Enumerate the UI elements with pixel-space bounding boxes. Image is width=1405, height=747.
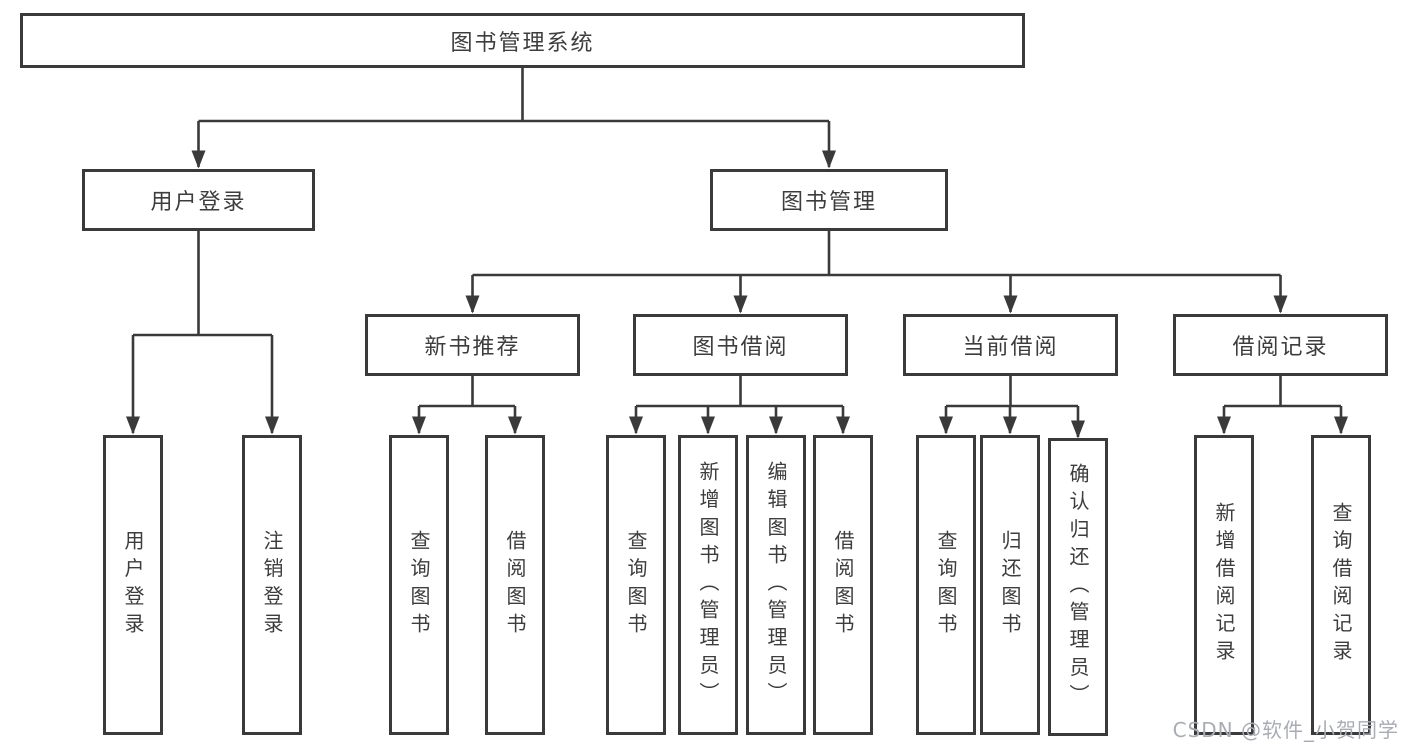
node-label: 新增图书（管理员）: [696, 460, 720, 710]
leaf-query-books-current: 查询图书: [916, 435, 976, 735]
node-label: 图书管理系统: [450, 30, 595, 56]
node-label: 新增借阅记录: [1212, 502, 1236, 668]
leaf-borrow-books-recommend: 借阅图书: [485, 435, 545, 735]
leaf-query-books-recommend: 查询图书: [389, 435, 449, 735]
leaf-return-books: 归还图书: [980, 435, 1040, 735]
leaf-logout: 注销登录: [242, 435, 302, 735]
node-label: 图书管理: [780, 190, 877, 215]
node-label: 借阅记录: [1232, 335, 1329, 360]
node-label: 借阅图书: [831, 529, 855, 641]
node-book-management: 图书管理: [710, 169, 948, 231]
node-label: 归还图书: [998, 529, 1022, 641]
leaf-add-borrow-record: 新增借阅记录: [1194, 435, 1254, 735]
leaf-confirm-return-admin: 确认归还（管理员）: [1048, 438, 1108, 736]
node-label: 当前借阅: [962, 335, 1059, 360]
node-label: 用户登录: [150, 190, 247, 215]
node-root-system: 图书管理系统: [20, 13, 1025, 68]
node-new-book-recommend: 新书推荐: [365, 314, 580, 376]
node-book-borrowing: 图书借阅: [633, 314, 848, 376]
node-label: 确认归还（管理员）: [1066, 462, 1090, 712]
node-borrowing-records: 借阅记录: [1173, 314, 1388, 376]
node-label: 注销登录: [260, 529, 284, 641]
leaf-query-borrow-record: 查询借阅记录: [1311, 435, 1371, 735]
leaf-add-books-admin: 新增图书（管理员）: [678, 435, 738, 735]
leaf-query-books-borrow: 查询图书: [606, 435, 666, 735]
leaf-borrow-books: 借阅图书: [813, 435, 873, 735]
node-label: 查询借阅记录: [1329, 502, 1353, 668]
node-label: 用户登录: [121, 529, 145, 641]
node-user-login: 用户登录: [82, 169, 315, 231]
node-label: 查询图书: [407, 529, 431, 641]
node-label: 查询图书: [934, 529, 958, 641]
node-label: 图书借阅: [692, 335, 789, 360]
csdn-watermark: CSDN @软件_小贺同学: [1172, 718, 1399, 742]
node-current-borrowing: 当前借阅: [903, 314, 1118, 376]
node-label: 编辑图书（管理员）: [764, 460, 788, 710]
node-label: 新书推荐: [424, 335, 521, 360]
leaf-user-login: 用户登录: [103, 435, 163, 735]
node-label: 借阅图书: [503, 529, 527, 641]
node-label: 查询图书: [624, 529, 648, 641]
leaf-edit-books-admin: 编辑图书（管理员）: [746, 435, 806, 735]
